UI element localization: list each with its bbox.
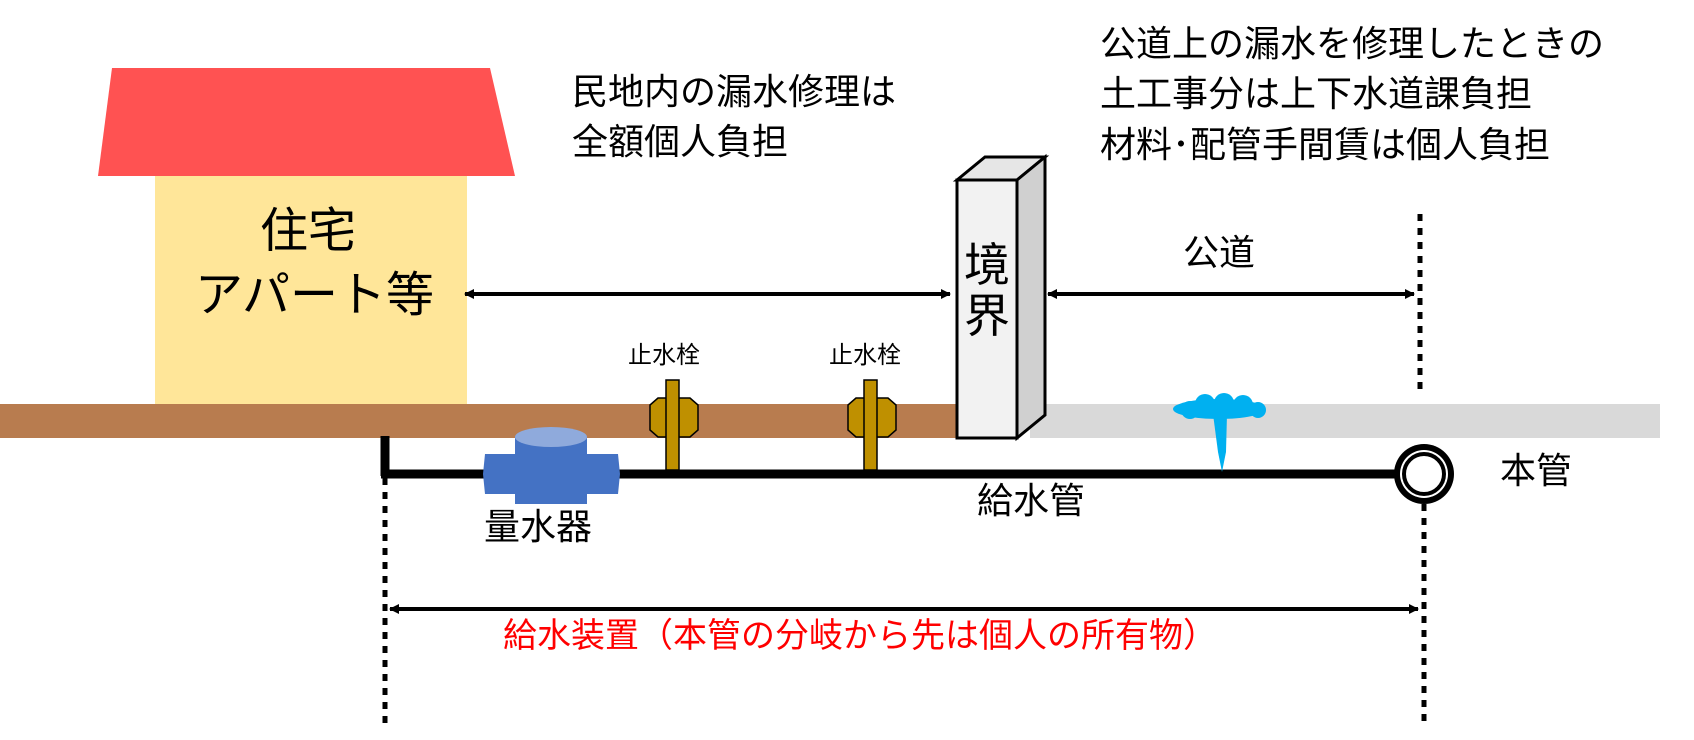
road-label: 公道 (1183, 233, 1256, 274)
stop-valve-2-label: 止水栓 (829, 341, 901, 369)
water-meter-icon (483, 427, 620, 504)
house-roof (98, 68, 515, 176)
private-ground (0, 404, 960, 438)
boundary-label: 境 界 (964, 238, 1010, 343)
stop-valve-1-label: 止水栓 (628, 341, 700, 369)
supply-device-label: 給水装置（本管の分岐から先は個人の所有物） (503, 616, 1217, 656)
private-repair-note: 民地内の漏水修理は 全額個人負担 (572, 72, 897, 164)
house-wall (155, 176, 467, 404)
meter-label: 量水器 (484, 507, 593, 548)
main-pipe-icon (1394, 444, 1454, 504)
house-label-line2: アパート等 (195, 267, 435, 323)
public-road-surface (1030, 404, 1660, 438)
stop-valve-2-icon (847, 379, 897, 471)
house-label-line1: 住宅 (260, 203, 357, 259)
main-pipe-label: 本管 (1500, 451, 1573, 492)
supply-pipe-label: 給水管 (977, 481, 1086, 522)
water-leak-icon (1173, 393, 1266, 472)
boundary-post (952, 153, 1050, 442)
public-repair-note: 公道上の漏水を修理したときの 土工事分は上下水道課負担 材料･配管手間賃は個人負… (1100, 24, 1605, 166)
stop-valve-1-icon (649, 379, 699, 471)
